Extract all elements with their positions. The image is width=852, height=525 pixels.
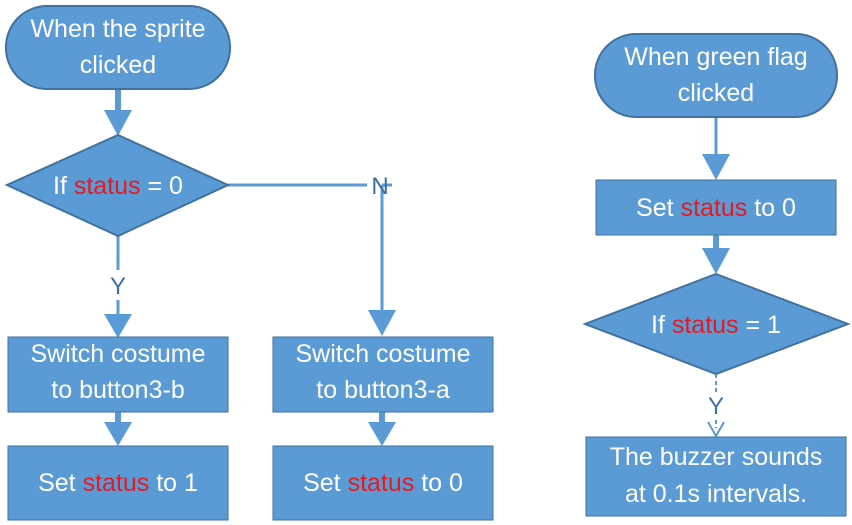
init-label: Set status to 0	[636, 194, 796, 222]
no-action-line2: to button3-a	[316, 376, 450, 404]
decision-variable: status	[74, 172, 141, 200]
decision-suffix: = 0	[141, 172, 183, 200]
process-box-shape	[595, 179, 837, 236]
left-decision-node: If status = 0	[4, 133, 231, 238]
set-suffix: to 1	[149, 469, 198, 497]
arrowhead	[702, 154, 730, 180]
yes-set-label: Set status to 1	[38, 469, 198, 497]
left-start-node: When the sprite clicked	[5, 5, 231, 90]
right-start-node: When green flag clicked	[594, 33, 838, 118]
right-decision-node: If status = 1	[582, 272, 851, 376]
start-label-line2: clicked	[80, 51, 156, 79]
right-connectors	[702, 117, 730, 439]
decision-prefix: If	[53, 172, 74, 200]
decision-diamond-shape	[4, 133, 231, 238]
arrowhead	[104, 110, 132, 136]
yes-branch-label: Y	[708, 393, 724, 420]
arrowhead	[702, 248, 730, 274]
set-prefix: Set	[303, 469, 347, 497]
decision-variable: status	[672, 311, 739, 339]
start-label-line1: When the sprite	[30, 15, 205, 43]
decision-diamond-shape	[582, 272, 851, 376]
yes-action-line1: Switch costume	[30, 340, 205, 368]
no-action-line1: Switch costume	[295, 340, 470, 368]
set-prefix: Set	[636, 194, 680, 222]
process-box-shape	[585, 436, 847, 517]
left-yes-action-node: Switch costume to button3-b	[7, 336, 229, 413]
arrowhead	[368, 310, 396, 336]
left-no-action-node: Switch costume to button3-a	[272, 336, 494, 413]
yes-action-line2: to button3-b	[51, 376, 184, 404]
start-label-line1: When green flag	[624, 43, 807, 71]
start-terminator-shape	[594, 33, 838, 118]
yes-branch-label: Y	[110, 273, 126, 300]
left-no-set-node: Set status to 0	[272, 445, 494, 521]
set-variable: status	[83, 469, 150, 497]
set-prefix: Set	[38, 469, 82, 497]
set-variable: status	[348, 469, 415, 497]
decision-label: If status = 1	[651, 311, 781, 339]
decision-suffix: = 1	[739, 311, 781, 339]
left-connectors	[104, 89, 396, 446]
process-box-shape	[272, 336, 494, 413]
set-suffix: to 0	[414, 469, 463, 497]
right-init-node: Set status to 0	[595, 179, 837, 236]
decision-label: If status = 0	[53, 172, 183, 200]
decision-prefix: If	[651, 311, 672, 339]
no-branch-label: N	[371, 173, 388, 200]
start-label-line2: clicked	[678, 79, 754, 107]
action-line2: at 0.1s intervals.	[625, 480, 807, 508]
arrowhead	[104, 314, 132, 338]
process-box-shape	[7, 445, 229, 521]
arrowhead-open	[707, 421, 725, 439]
arrowhead	[104, 422, 132, 446]
action-line1: The buzzer sounds	[610, 443, 823, 471]
left-yes-set-node: Set status to 1	[7, 445, 229, 521]
start-terminator-shape	[5, 5, 231, 90]
set-suffix: to 0	[747, 194, 796, 222]
process-box-shape	[7, 336, 229, 413]
arrowhead	[368, 422, 396, 446]
set-variable: status	[681, 194, 748, 222]
no-set-label: Set status to 0	[303, 469, 463, 497]
right-action-node: The buzzer sounds at 0.1s intervals.	[585, 436, 847, 517]
process-box-shape	[272, 445, 494, 521]
